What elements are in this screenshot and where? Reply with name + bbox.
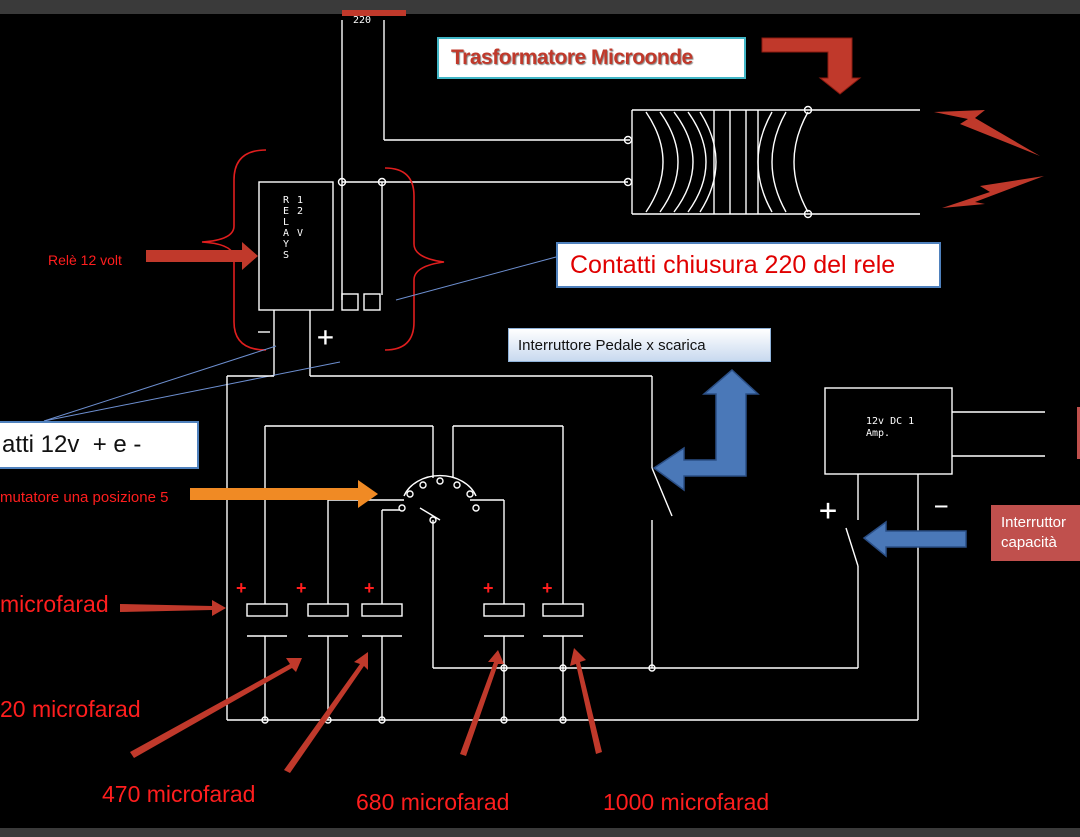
commutatore-label: mutatore una posizione 5 (0, 489, 168, 506)
cap-arrow-icon (570, 648, 602, 754)
pedale-arrow-icon (652, 368, 760, 492)
svg-text:R: R (283, 195, 290, 206)
svg-text:+: + (483, 578, 494, 598)
svg-text:2: 2 (297, 206, 303, 217)
svg-text:+: + (819, 493, 837, 528)
rele-arrow-icon (146, 242, 258, 270)
top-window-bar (0, 0, 1080, 14)
title-box: Trasformatore Microonde (437, 37, 746, 79)
supply-220-label: 220 (353, 15, 371, 26)
cap-b-label: 20 microfarad (0, 696, 141, 722)
svg-text:1: 1 (297, 195, 303, 206)
capacitor: + (296, 578, 349, 637)
svg-text:+: + (236, 578, 247, 598)
pedale-box: Interruttore Pedale x scarica (508, 328, 771, 362)
cap-680-label: 680 microfarad (356, 789, 509, 815)
svg-text:V: V (297, 228, 303, 239)
microwave-transformer (631, 105, 920, 219)
cap-arrow-icon (130, 658, 302, 758)
bent-arrow-icon (761, 37, 862, 95)
svg-text:L: L (283, 217, 289, 228)
interruttore-line1: Interruttor (1001, 514, 1067, 531)
contatti-12v-box: atti 12v + e - (0, 421, 199, 469)
svg-text:12v DC 1: 12v DC 1 (866, 416, 914, 427)
contatti-220-text: Contatti chiusura 220 del rele (570, 250, 896, 279)
contatti-220-box: Contatti chiusura 220 del rele (556, 242, 941, 288)
mains-wires (337, 20, 633, 300)
svg-text:+: + (317, 320, 334, 353)
capacitor: + (361, 578, 403, 637)
cap-arrow-icon (120, 600, 226, 616)
rotary-switch (398, 474, 480, 524)
title-text: Trasformatore Microonde (451, 46, 693, 69)
commutatore-arrow-icon (190, 480, 378, 508)
capacitor: + (542, 578, 584, 637)
svg-text:+: + (364, 578, 375, 598)
svg-text:−: − (934, 492, 948, 520)
cap-470-label: 470 microfarad (102, 781, 255, 807)
interruttore-capacita-box: Interruttor capacità (991, 505, 1080, 561)
left-brace (201, 149, 267, 351)
cap-1000-label: 1000 microfarad (603, 789, 769, 815)
bottom-window-bar (0, 828, 1080, 837)
right-brace (384, 167, 445, 351)
capacitor: + (236, 578, 288, 637)
svg-text:Amp.: Amp. (866, 428, 890, 439)
svg-text:Y: Y (283, 239, 289, 250)
cap-arrow-icon (460, 650, 504, 756)
svg-text:S: S (283, 250, 289, 261)
contatti-12v-text: atti 12v + e - (2, 431, 142, 458)
svg-text:A: A (283, 228, 289, 239)
rele-12-volt-label: Relè 12 volt (48, 252, 122, 268)
cap-arrow-icon (284, 652, 368, 773)
pedale-text: Interruttore Pedale x scarica (518, 336, 706, 354)
offscreen-label-edge (1077, 407, 1080, 459)
svg-text:+: + (542, 578, 553, 598)
interruttore-line2: capacità (1001, 534, 1057, 551)
pointer-lines (43, 256, 557, 422)
lightning-bolt-icon (942, 176, 1044, 208)
capacitor-bank-wires (226, 375, 919, 724)
capacitor: + (483, 578, 525, 637)
interruttore-arrow-icon (862, 520, 967, 558)
svg-text:+: + (296, 578, 307, 598)
power-supply-12v: 12v DC 1 Amp. + − (819, 387, 1045, 528)
cap-a-label: microfarad (0, 591, 109, 617)
supply-220-tab (342, 10, 406, 16)
svg-text:E: E (283, 206, 289, 217)
relay: R E L A Y S 1 2 V + (258, 181, 381, 376)
lightning-bolt-icon (934, 110, 1040, 156)
